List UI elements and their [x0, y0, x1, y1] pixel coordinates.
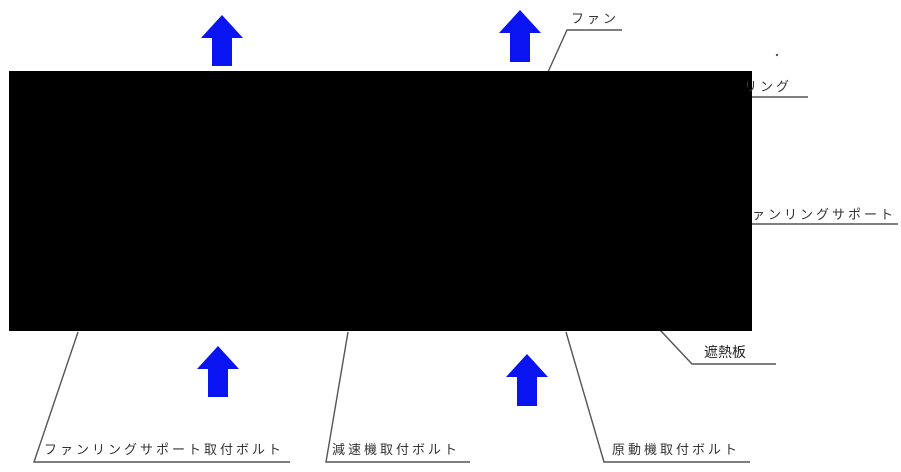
label-reducer-bolt: 減速機取付ボルト	[332, 443, 461, 458]
arrow-up-icon	[506, 354, 548, 406]
label-heat-shield: 遮熱板	[704, 345, 746, 361]
marker-dot	[775, 53, 779, 57]
leader-motor-bolt	[565, 331, 750, 463]
leader-heat-shield	[659, 329, 776, 365]
airflow-arrows	[197, 10, 548, 406]
leader-lines	[33, 29, 898, 463]
label-ring: リング	[744, 80, 793, 95]
label-ring-support: ァンリングサポート	[752, 208, 897, 223]
label-ring-support-bolt: ファンリングサポート取付ボルト	[44, 443, 285, 458]
leader-fan	[547, 29, 622, 73]
arrow-up-icon	[201, 15, 243, 66]
leader-reducer-bolt	[325, 331, 470, 463]
arrow-up-icon	[499, 10, 541, 62]
arrow-up-icon	[197, 346, 239, 397]
leader-ring-support-bolt	[33, 331, 290, 463]
label-motor-bolt: 原動機取付ボルト	[612, 443, 741, 458]
redacted-block	[9, 71, 752, 331]
label-fan: ファン	[571, 12, 620, 27]
